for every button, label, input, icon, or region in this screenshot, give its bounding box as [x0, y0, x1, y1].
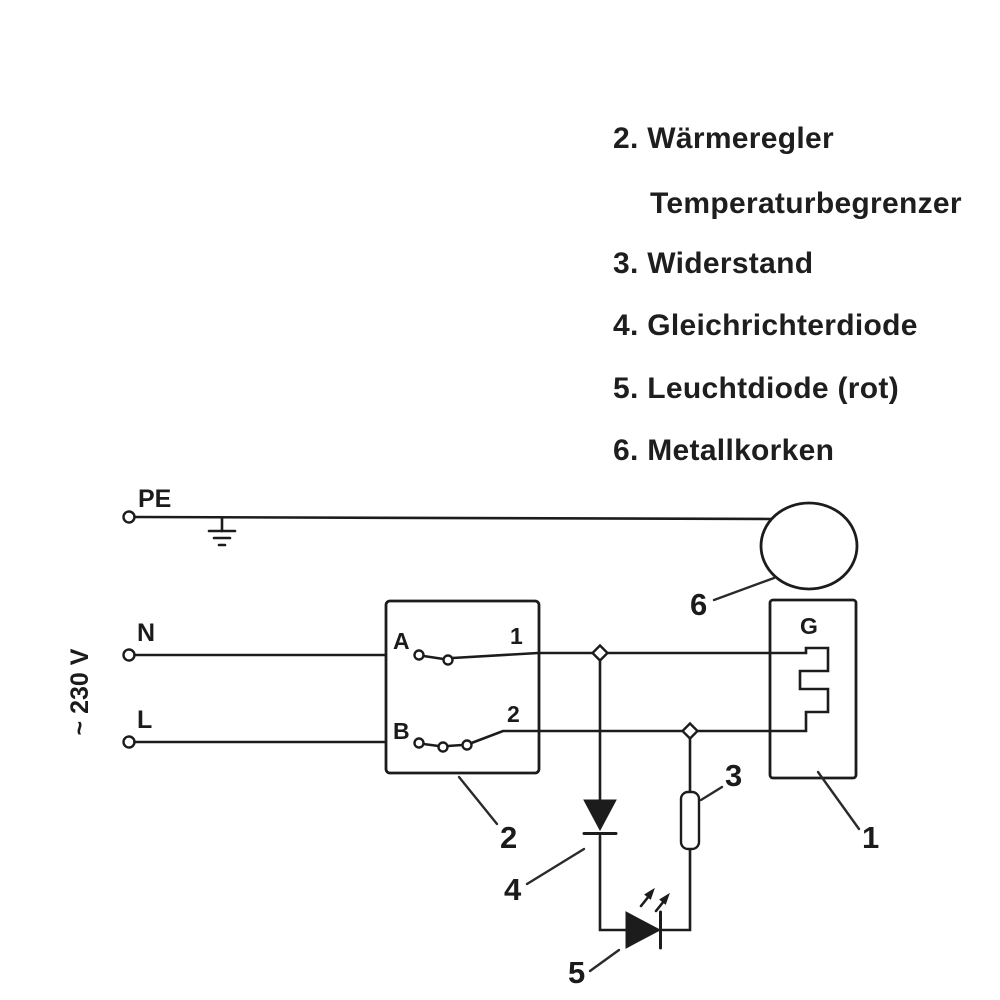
legend-item-temperaturbegrenzer: Temperaturbegrenzer [650, 187, 962, 220]
pe-wire [133, 515, 774, 521]
callout-4-label: 4 [504, 872, 522, 907]
contact-b-label: B [393, 718, 410, 744]
legend-item-waermeregler: 2. Wärmeregler [613, 122, 834, 155]
callout-6-label: 6 [690, 587, 707, 622]
junction-node-top [590, 643, 610, 663]
l-line: L [122, 706, 388, 749]
callout-1-leader [816, 770, 861, 831]
n-label: N [137, 619, 155, 647]
ground-symbol-icon [207, 516, 237, 547]
l-label: L [137, 706, 152, 734]
legend-item-leuchtdiode: 5. Leuchtdiode (rot) [613, 372, 899, 405]
switch-contact-b [413, 729, 540, 753]
callout-3-leader [699, 785, 724, 802]
callout-5-label: 5 [568, 955, 585, 990]
callout-4-leader [525, 847, 586, 886]
led-branch [625, 847, 692, 950]
callout-3-label: 3 [725, 758, 742, 793]
led-light-arrows-icon [639, 887, 670, 913]
n-line: N [122, 619, 388, 662]
legend-item-widerstand: 3. Widerstand [613, 247, 814, 280]
pe-label: PE [138, 485, 171, 513]
pe-terminal [122, 510, 136, 524]
resistor-branch [679, 737, 701, 851]
switch-contact-a [413, 649, 540, 666]
wire-led-to-resistor [659, 847, 692, 932]
callout-6-leader [712, 576, 776, 602]
l-terminal [122, 735, 136, 749]
metal-cork-symbol [759, 501, 859, 591]
output-1-label: 1 [510, 623, 523, 649]
callout-2-label: 2 [500, 820, 517, 855]
resistor-symbol [679, 790, 701, 851]
callout-5-leader [588, 948, 621, 973]
switch-box-outline [384, 599, 541, 775]
n-terminal [122, 648, 136, 662]
output-2-label: 2 [507, 701, 520, 727]
callout-1-label: 1 [862, 820, 879, 855]
contact-a-label: A [393, 628, 410, 654]
legend-item-gleichrichterdiode: 4. Gleichrichterdiode [613, 309, 918, 342]
device-g-label: G [800, 613, 818, 639]
led-symbol [625, 887, 670, 950]
voltage-label: ~ 230 V [66, 648, 94, 735]
rectifier-diode-branch [582, 659, 628, 932]
callout-2-leader [457, 775, 499, 826]
wire-diode-to-led [598, 834, 628, 932]
callouts: 6 2 4 3 1 5 [457, 576, 879, 990]
junction-node-bottom [680, 721, 700, 741]
plug-profile-symbol [768, 646, 830, 733]
heating-device-box: G [768, 598, 858, 780]
pe-line: PE [122, 485, 774, 547]
thermostat-switch-box: A 1 B 2 [384, 599, 541, 775]
legend-item-metallkorken: 6. Metallkorken [613, 434, 835, 467]
rectifier-diode-symbol [582, 799, 618, 835]
